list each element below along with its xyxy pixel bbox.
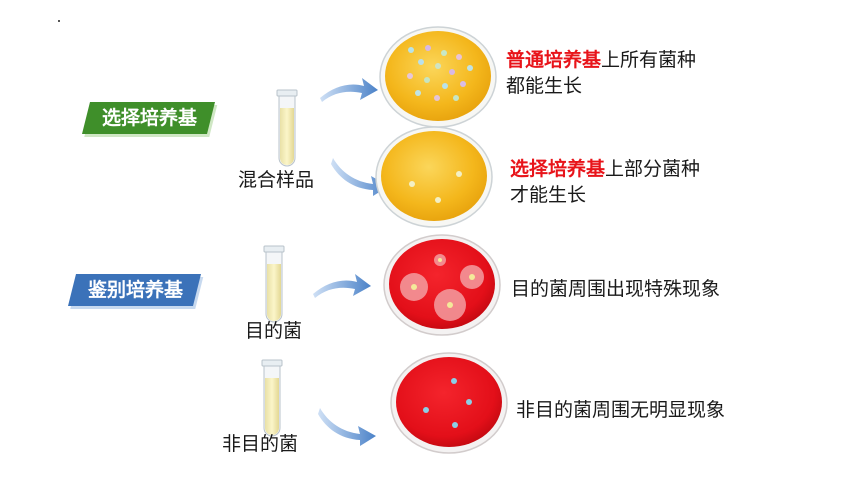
result-common-rest: 上所有菌种 bbox=[601, 49, 697, 71]
petri-dish-common bbox=[379, 26, 497, 128]
arrow-to-non-target-plate bbox=[318, 408, 376, 446]
highlight-common-medium: 普通培养基 bbox=[506, 49, 602, 71]
colonies-few bbox=[409, 171, 462, 203]
tag-differential-medium: 鉴别培养基 bbox=[68, 274, 202, 306]
petri-dish-target bbox=[383, 234, 501, 336]
arrow-to-target-plate bbox=[313, 274, 371, 298]
result-common-medium: 普通培养基上所有菌种 都能生长 bbox=[506, 47, 696, 99]
colonies-no-halo bbox=[423, 378, 472, 428]
tag-selective-medium: 选择培养基 bbox=[82, 102, 216, 134]
test-tube-non-target bbox=[261, 359, 283, 437]
highlight-selective-medium: 选择培养基 bbox=[510, 158, 606, 180]
result-non-target-bacteria: 非目的菌周围无明显现象 bbox=[516, 399, 726, 421]
test-tube-target bbox=[263, 245, 285, 323]
result-selective-line2: 才能生长 bbox=[510, 184, 587, 206]
petri-dish-selective bbox=[375, 126, 493, 228]
label-mixed-sample: 混合样品 bbox=[238, 169, 315, 191]
test-tube-mixed bbox=[276, 89, 298, 167]
colonies-many bbox=[407, 45, 473, 101]
tag-differential-label: 鉴别培养基 bbox=[88, 279, 184, 301]
colonies-with-halo bbox=[400, 254, 484, 321]
label-non-target-bacteria: 非目的菌 bbox=[222, 433, 299, 455]
label-target-bacteria: 目的菌 bbox=[245, 320, 303, 342]
arrow-to-common-plate bbox=[320, 78, 378, 102]
result-common-line2: 都能生长 bbox=[506, 75, 583, 97]
result-target-bacteria: 目的菌周围出现特殊现象 bbox=[511, 278, 721, 300]
result-selective-rest: 上部分菌种 bbox=[605, 158, 701, 180]
petri-dish-non-target bbox=[390, 352, 508, 454]
result-selective-medium: 选择培养基上部分菌种 才能生长 bbox=[510, 156, 700, 208]
stray-dot bbox=[58, 20, 60, 22]
tag-selective-label: 选择培养基 bbox=[102, 107, 198, 129]
